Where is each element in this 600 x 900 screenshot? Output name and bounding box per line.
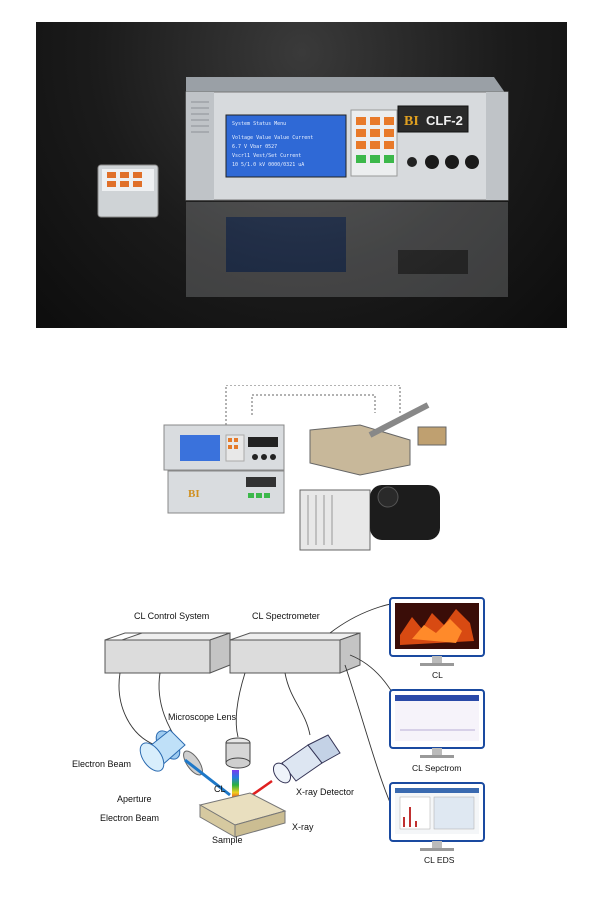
xray-detector (272, 734, 341, 784)
electron-beam-label-2: Electron Beam (100, 813, 159, 823)
xray-label: X-ray (292, 822, 314, 832)
sample-stage (309, 402, 447, 476)
lcd-screen (225, 114, 347, 178)
monitor-cl: CL (389, 597, 485, 680)
control-knobs (407, 155, 479, 169)
spectrometer-box (229, 632, 361, 674)
keypad-orange-keys (356, 117, 394, 149)
system-setup-photo: BI (160, 384, 450, 555)
electron-beam-line (184, 758, 231, 797)
cl-label: CL (214, 784, 226, 794)
monitor-spectrum-caption: CL Sepctrom (412, 763, 461, 773)
power-unit: BI (167, 470, 285, 514)
vacuum-pump (299, 485, 440, 551)
monitor-cl-caption: CL (432, 670, 443, 680)
microscope-lens (225, 737, 251, 769)
keypad-green-keys (356, 155, 394, 163)
cl-system-diagram: CL Control System CL Spectrometer (60, 595, 570, 885)
electron-gun (139, 729, 186, 772)
monitor-spectrum: CL Sepctrom (389, 689, 485, 773)
controller-unit (163, 424, 285, 471)
product-photo-clf2: System Status Menu Voltage Value Value C… (36, 22, 567, 328)
sample-label: Sample (212, 835, 243, 845)
model-name: CLF-2 (426, 113, 463, 128)
microscope-lens-label: Microscope Lens (168, 712, 237, 722)
lcd-header: System Status Menu (232, 121, 286, 127)
main-instrument: System Status Menu Voltage Value Value C… (185, 77, 509, 201)
instrument-reflection (186, 202, 508, 297)
cl-emission (232, 770, 239, 800)
monitor-eds-caption: CL EDS (424, 855, 455, 865)
spectrometer-label: CL Spectrometer (252, 611, 320, 621)
control-system-label: CL Control System (134, 611, 209, 621)
clf2-instrument-illustration: System Status Menu Voltage Value Value C… (97, 77, 509, 297)
brand-mark: BI (404, 114, 419, 129)
monitor-eds: CL EDS (389, 782, 485, 865)
lcd-line-2: 6.7 V Vbar 0527 (232, 144, 277, 150)
remote-controller (97, 164, 159, 218)
brand-plate (397, 105, 469, 133)
electron-beam-label: Electron Beam (72, 759, 131, 769)
control-system-box (104, 632, 231, 674)
system-setup-illustration: BI (163, 384, 447, 551)
xray-detector-label: X-ray Detector (296, 787, 354, 797)
aperture-label: Aperture (117, 794, 152, 804)
lcd-line-1: Voltage Value Value Current (232, 135, 313, 141)
sample-block (198, 792, 287, 838)
lcd-line-3: Vscrl1 Vest/Set Current (232, 153, 301, 159)
svg-text:BI: BI (188, 488, 200, 500)
lcd-line-4: 10 5/1.0 kV 0000/0321 uA (232, 162, 304, 168)
cl-schematic: CL Control System CL Spectrometer (72, 597, 485, 865)
